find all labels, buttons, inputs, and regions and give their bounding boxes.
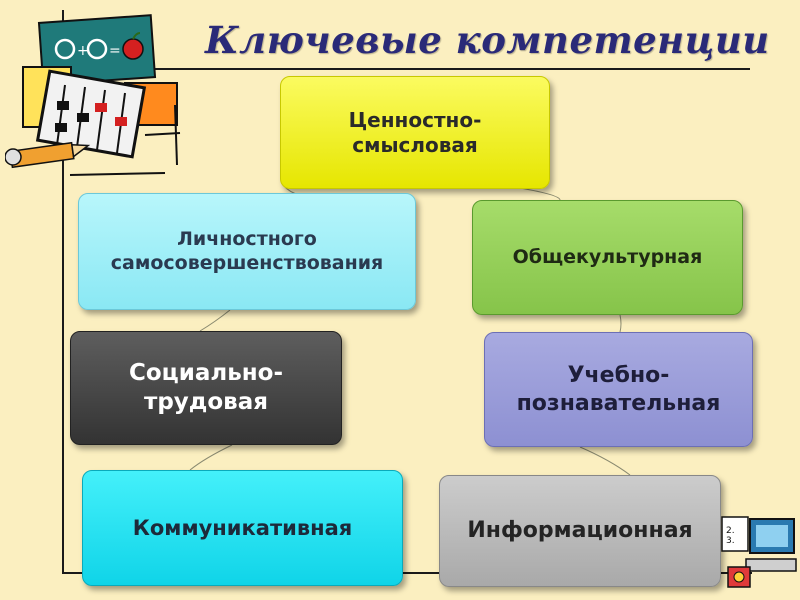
competence-values: Ценностно- смысловая (280, 76, 550, 189)
competence-values-label: Ценностно- смысловая (348, 107, 482, 157)
competence-educational-cognitive: Учебно- познавательная (484, 332, 753, 447)
computer-clipart-icon: 2.3. (721, 516, 797, 588)
frame-left-line (62, 10, 64, 574)
competence-informational: Информационная (439, 475, 721, 587)
competence-communicative: Коммуникативная (82, 470, 403, 586)
page-title: Ключевые компетенции (205, 18, 770, 62)
pencil-icon (5, 141, 91, 169)
competence-self-improvement-label: Личностного самосовершенствования (110, 227, 384, 274)
svg-text:+: + (77, 43, 89, 59)
competence-self-improvement: Личностного самосовершенствования (78, 193, 416, 310)
frame-top-line (148, 68, 750, 70)
frame-bottom-line (62, 572, 752, 574)
competence-general-cultural: Общекультурная (472, 200, 743, 315)
clipart-list-text: 2.3. (726, 526, 735, 546)
school-clipart: + = (5, 14, 181, 176)
competence-communicative-label: Коммуникативная (132, 515, 353, 540)
competence-social-labor-label: Социально- трудовая (129, 360, 283, 415)
competence-educational-cognitive-label: Учебно- познавательная (516, 363, 721, 416)
competence-informational-label: Информационная (467, 518, 693, 544)
svg-text:=: = (109, 43, 121, 59)
competence-social-labor: Социально- трудовая (70, 331, 342, 445)
competence-general-cultural-label: Общекультурная (512, 245, 703, 268)
